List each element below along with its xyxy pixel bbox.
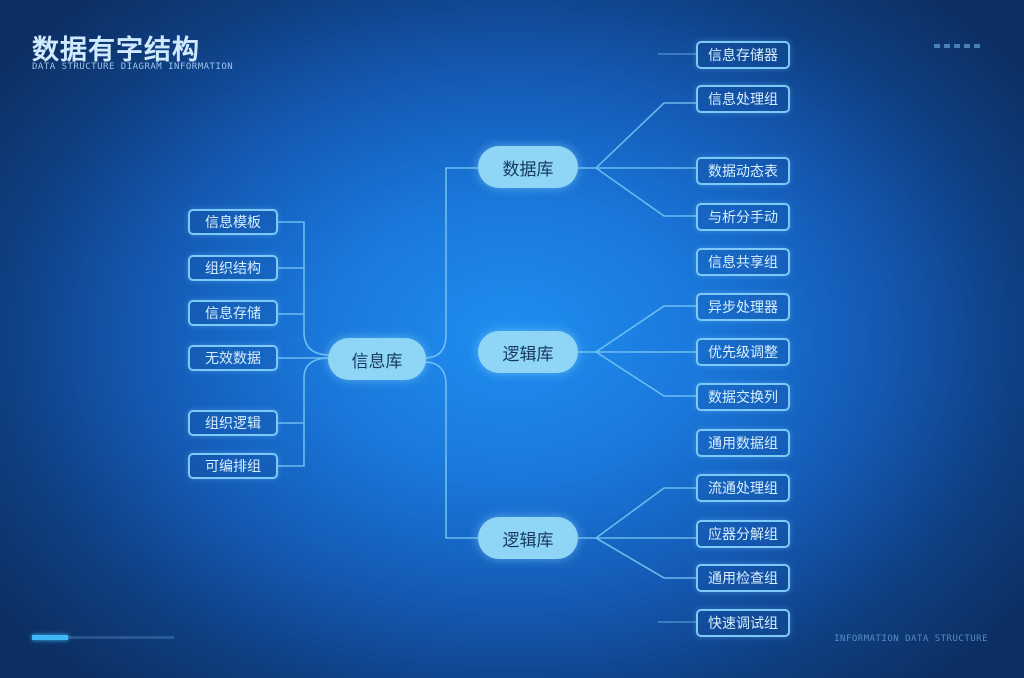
- progress-fill: [32, 635, 68, 640]
- left-leaf-6[interactable]: 可编排组: [188, 453, 278, 479]
- progress-bar: [32, 635, 174, 640]
- branch3-leaf-1[interactable]: 流通处理组: [696, 474, 790, 502]
- branch2-leaf-4[interactable]: 数据交换列: [696, 383, 790, 411]
- footer-caption: INFORMATION DATA STRUCTURE: [834, 634, 988, 644]
- branch1-leaf-3[interactable]: 数据动态表: [696, 157, 790, 185]
- decorative-hatch: [934, 44, 984, 48]
- branch1-leaf-2[interactable]: 信息处理组: [696, 85, 790, 113]
- branch1-leaf-1[interactable]: 信息存储器: [696, 41, 790, 69]
- left-leaf-4[interactable]: 无效数据: [188, 345, 278, 371]
- page-subtitle: DATA STRUCTURE DIAGRAM INFORMATION: [32, 62, 234, 72]
- branch2-leaf-3[interactable]: 优先级调整: [696, 338, 790, 366]
- branch3-leaf-3[interactable]: 通用检查组: [696, 564, 790, 592]
- left-leaf-3[interactable]: 信息存储: [188, 300, 278, 326]
- branch3-leaf-4[interactable]: 快速调试组: [696, 609, 790, 637]
- root-node[interactable]: 信息库: [328, 338, 426, 380]
- branch1-leaf-4[interactable]: 与析分手动: [696, 203, 790, 231]
- branch2-leaf-5[interactable]: 通用数据组: [696, 429, 790, 457]
- branch-node-1[interactable]: 数据库: [478, 146, 578, 188]
- branch-node-3[interactable]: 逻辑库: [478, 517, 578, 559]
- left-leaf-1[interactable]: 信息模板: [188, 209, 278, 235]
- branch2-leaf-2[interactable]: 异步处理器: [696, 293, 790, 321]
- branch2-leaf-1[interactable]: 信息共享组: [696, 248, 790, 276]
- branch3-leaf-2[interactable]: 应器分解组: [696, 520, 790, 548]
- left-leaf-2[interactable]: 组织结构: [188, 255, 278, 281]
- left-leaf-5[interactable]: 组织逻辑: [188, 410, 278, 436]
- branch-node-2[interactable]: 逻辑库: [478, 331, 578, 373]
- page-title: 数据有字结构: [32, 35, 200, 66]
